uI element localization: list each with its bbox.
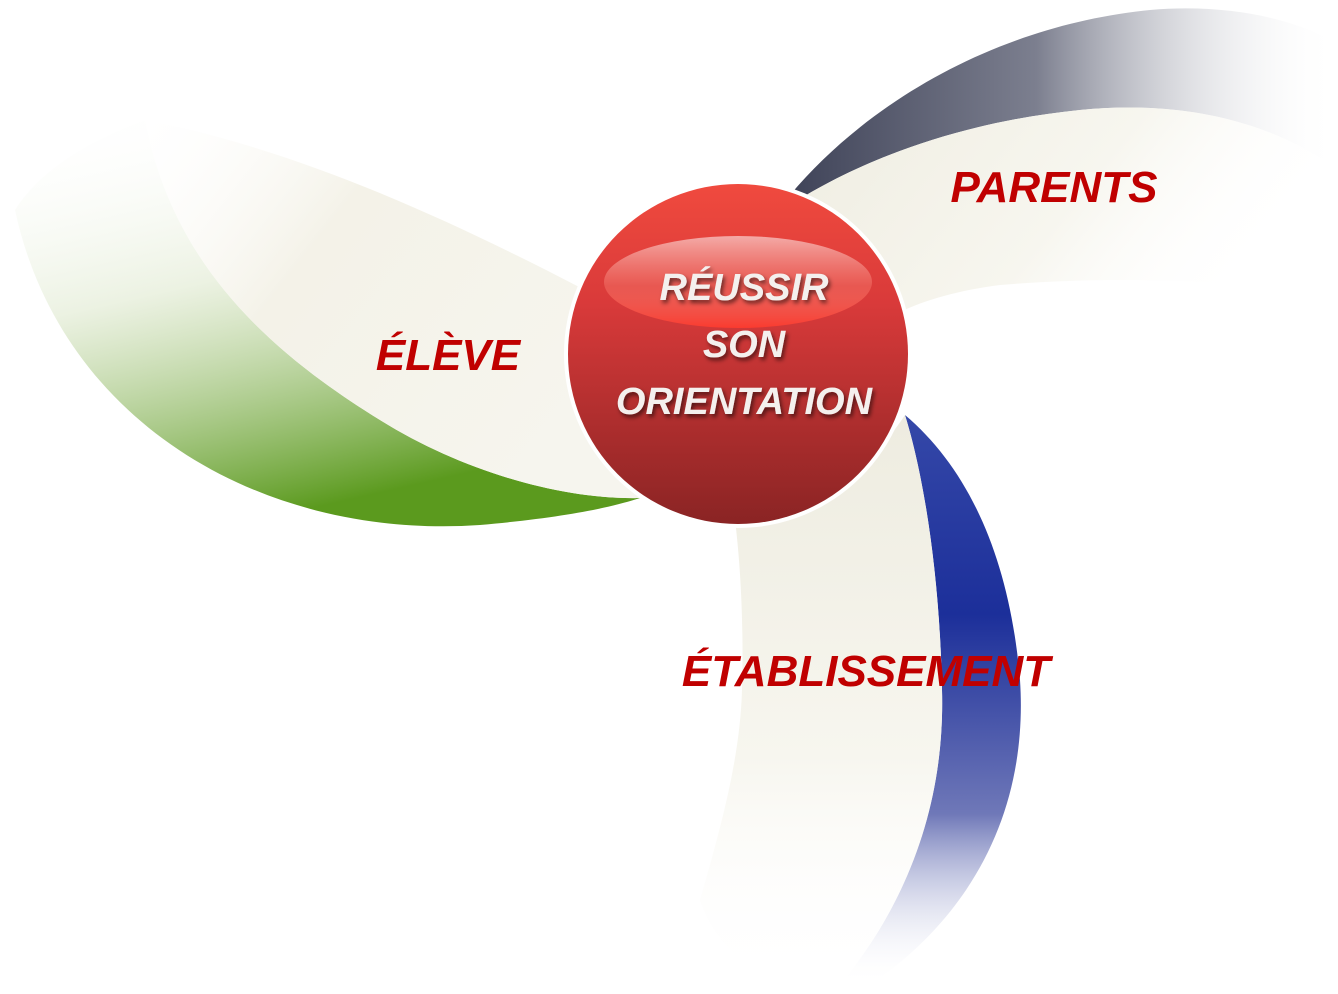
parents-petal-band [790, 8, 1338, 205]
center-sphere-gloss [604, 236, 872, 328]
parents-label: PARENTS [951, 163, 1158, 212]
parents-petal-body [790, 107, 1338, 312]
etablissement-label: ÉTABLISSEMENT [682, 646, 1053, 696]
etablissement-petal-band [840, 415, 1021, 985]
eleve-label: ÉLÈVE [376, 330, 522, 380]
eleve-petal-band [15, 120, 640, 527]
parents-petal [790, 8, 1338, 312]
eleve-petal [15, 120, 640, 527]
center-line-3: ORIENTATION [616, 381, 874, 423]
etablissement-petal [700, 415, 1021, 985]
center-sphere [564, 180, 912, 528]
etablissement-petal-body [700, 415, 943, 985]
eleve-petal-body [145, 120, 640, 499]
center-title: RÉUSSIR SON ORIENTATION [616, 265, 874, 423]
center-line-2: SON [703, 324, 787, 366]
center-line-1: RÉUSSIR [660, 265, 829, 309]
